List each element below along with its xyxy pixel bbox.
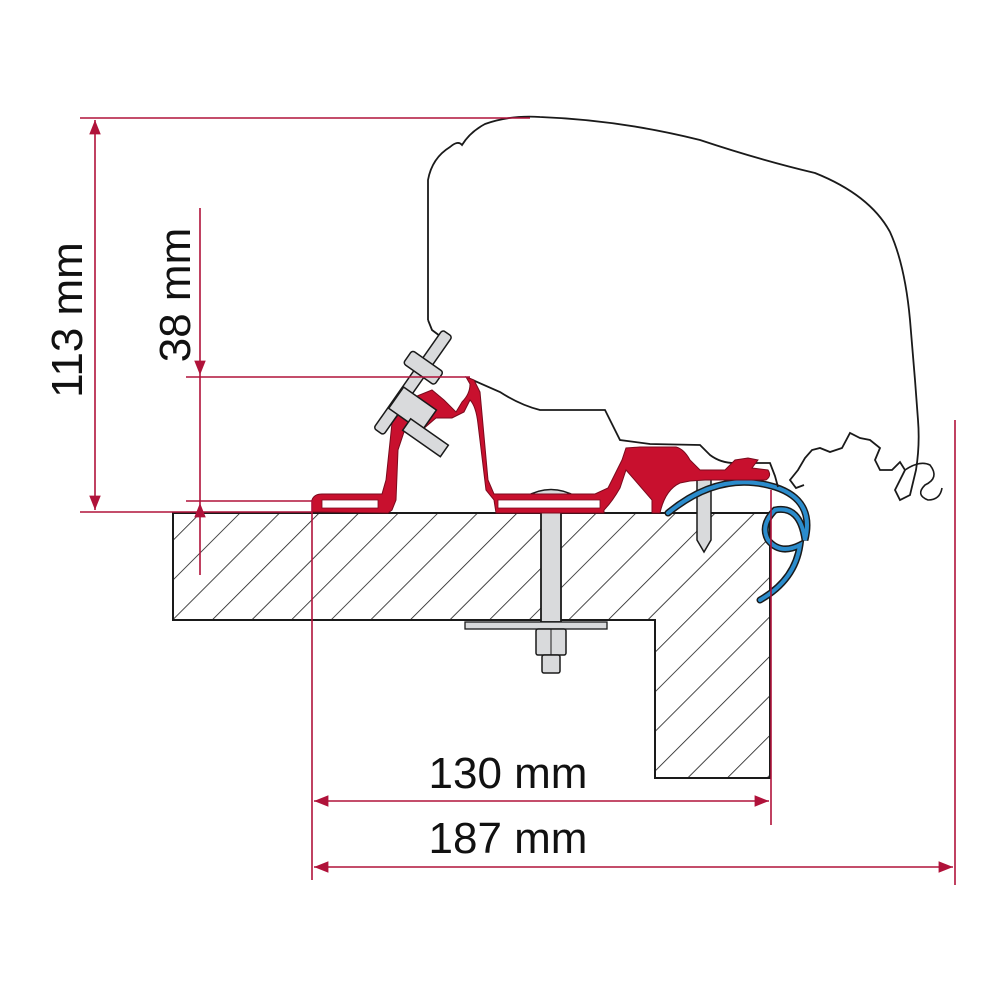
dimension-lines	[80, 117, 956, 885]
keder-seal	[664, 478, 811, 604]
dimension-label-187mm: 187 mm	[429, 814, 588, 863]
dimension-label-113mm: 113 mm	[43, 242, 92, 398]
roof-section	[172, 512, 771, 779]
clamp-nut	[387, 386, 450, 458]
dimension-label-38mm: 38 mm	[151, 228, 200, 362]
awning-cassette	[427, 115, 943, 502]
dimension-label-130mm: 130 mm	[429, 749, 588, 798]
